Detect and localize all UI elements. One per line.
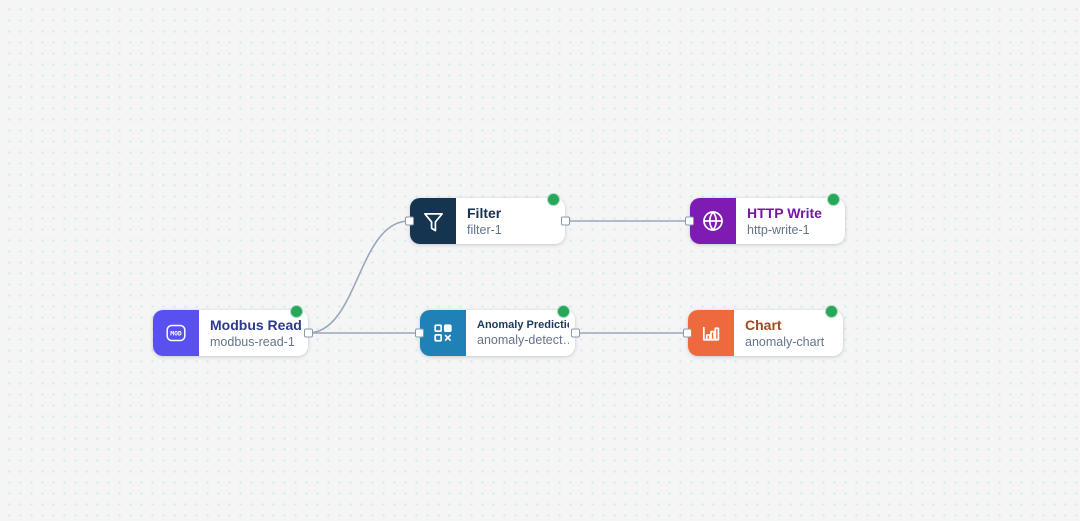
globe-icon [690,198,736,244]
output-handle[interactable] [561,216,570,226]
node-text: Chart anomaly-chart [734,310,843,356]
node-filter[interactable]: Filter filter-1 [405,193,570,244]
node-modbus-read[interactable]: MOD Modbus Read modbus-read-1 [153,305,313,356]
node-http-write[interactable]: HTTP Write http-write-1 [685,193,845,244]
input-handle[interactable] [683,328,692,338]
node-subtitle: filter-1 [467,222,502,237]
node-text: Anomaly Prediction anomaly-detect… [466,310,575,356]
node-title: HTTP Write [747,204,822,221]
svg-text:MOD: MOD [170,330,182,338]
node-chart[interactable]: Chart anomaly-chart [683,305,843,356]
status-dot [825,305,838,318]
node-subtitle: http-write-1 [747,222,810,237]
node-subtitle: modbus-read-1 [210,334,295,349]
node-title: Chart [745,316,782,333]
input-handle[interactable] [405,216,414,226]
input-handle[interactable] [415,328,424,338]
status-dot [547,193,560,206]
node-subtitle: anomaly-chart [745,334,825,349]
output-handle[interactable] [571,328,580,338]
input-handle[interactable] [685,216,694,226]
node-text: Modbus Read modbus-read-1 [199,310,308,356]
edge-modbus-to-filter[interactable] [307,220,410,334]
blocks-x-icon [420,310,466,356]
node-title: Anomaly Prediction [477,319,569,331]
status-dot [827,193,840,206]
node-subtitle: anomaly-detect… [477,333,569,347]
output-handle[interactable] [304,328,313,338]
status-dot [557,305,570,318]
node-text: HTTP Write http-write-1 [736,198,845,244]
status-dot [290,305,303,318]
node-title: Modbus Read [210,316,302,333]
bar-chart-icon [688,310,734,356]
modbus-chip-icon: MOD [153,310,199,356]
node-anomaly-prediction[interactable]: Anomaly Prediction anomaly-detect… [415,305,580,356]
funnel-icon [410,198,456,244]
node-text: Filter filter-1 [456,198,565,244]
node-title: Filter [467,204,502,221]
